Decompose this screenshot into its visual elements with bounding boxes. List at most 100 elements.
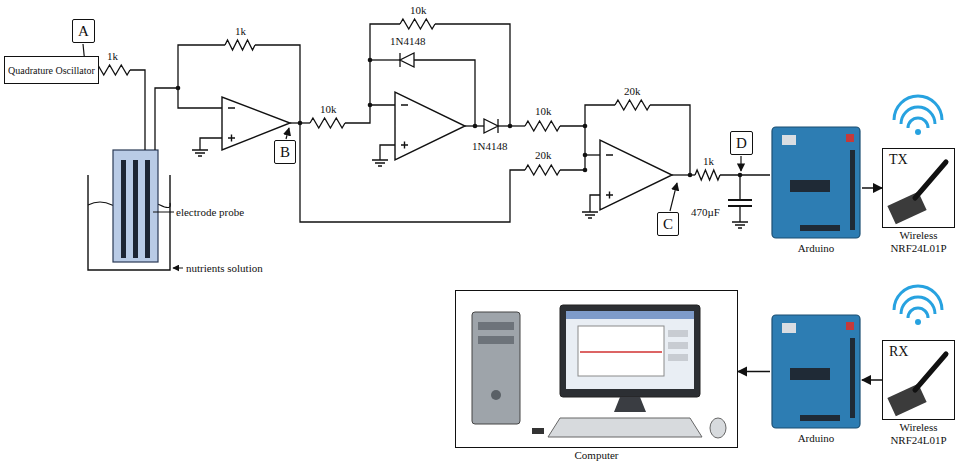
oscillator-box: Quadrature Oscillator (4, 56, 99, 84)
probe-rod (133, 160, 138, 258)
module-board (887, 192, 926, 224)
junction-dot (368, 58, 373, 63)
resistor-symbol (225, 40, 255, 50)
node-label: RX (889, 344, 948, 360)
board-part (782, 135, 796, 145)
computer-box: Computer (455, 290, 738, 448)
arduino-board: Arduino (770, 313, 862, 430)
component-value: 20k (624, 85, 641, 98)
junction-dot (583, 124, 588, 129)
part-label: electrode probe (176, 206, 244, 219)
junction-dot (176, 86, 181, 91)
node-label: Computer (575, 449, 619, 462)
board-part (790, 180, 830, 192)
usb-stick (532, 428, 544, 434)
wifi-icon (894, 286, 942, 318)
wire (380, 145, 395, 160)
junction-dot (368, 103, 373, 108)
callout-arrow (83, 44, 741, 211)
wifi-icon (894, 96, 942, 128)
ground-symbol (732, 222, 748, 228)
board-part (790, 368, 830, 380)
callout-letter: A (72, 19, 95, 43)
wire (585, 105, 615, 126)
monitor-stand (614, 397, 646, 412)
arduino-board (772, 315, 860, 428)
wire (178, 45, 225, 88)
diode-symbol (484, 119, 498, 133)
computer-illustration (472, 305, 726, 438)
junction-dot (583, 153, 588, 158)
node-label: Arduino (798, 242, 835, 255)
node-label: B (280, 143, 290, 161)
wire (739, 175, 740, 200)
board-part (846, 134, 854, 142)
board-part (800, 415, 840, 421)
mouse (710, 418, 726, 438)
monitor-screen (668, 354, 688, 361)
monitor-screen (668, 342, 688, 349)
wire (70, 24, 770, 222)
monitor (560, 305, 700, 397)
node-label: A (78, 22, 89, 40)
component-value: 1N4148 (390, 35, 425, 48)
component-value: 470µF (691, 206, 720, 219)
callout-letter: D (730, 131, 753, 155)
junction-dot (176, 58, 743, 178)
wire (720, 174, 770, 175)
capacitor-symbol (728, 200, 752, 206)
board-part (850, 338, 855, 418)
component-value: 1k (703, 155, 714, 168)
wire (739, 206, 740, 222)
node-label: Quadrature Oscillator (8, 65, 95, 76)
wire (155, 88, 178, 150)
board-part (782, 323, 796, 333)
node-caption: Wireless NRF24L01P (877, 229, 961, 254)
electrode-probe (113, 150, 158, 262)
component-value: 1N4148 (472, 140, 507, 153)
pc-tower (478, 336, 514, 344)
callout-letter: B (274, 140, 296, 164)
resistor-symbol (310, 118, 345, 128)
opamp-sign (606, 155, 613, 199)
probe-body (113, 150, 158, 262)
diode-symbol (497, 119, 498, 133)
leader-line (153, 212, 183, 268)
opamp-symbol (395, 92, 465, 160)
node-label: Arduino (798, 432, 835, 445)
probe-rod (121, 160, 126, 258)
monitor-screen (566, 311, 694, 319)
wifi-icon (915, 129, 921, 135)
connector-arrow (862, 187, 882, 189)
ground-symbol (372, 160, 388, 166)
monitor-screen (578, 326, 664, 376)
component-value: 1k (235, 25, 246, 38)
wire (590, 195, 600, 212)
wireless-module (887, 96, 946, 416)
leader-arrow (173, 268, 183, 269)
wire (370, 59, 400, 60)
wire (200, 138, 222, 150)
junction-dot (583, 168, 588, 173)
resistor-symbol (525, 165, 560, 175)
board-part (850, 150, 855, 230)
monitor-screen (580, 351, 662, 353)
node-label: D (736, 134, 747, 152)
callout-arrow (286, 128, 289, 139)
wire (435, 24, 510, 126)
connector-arrow (738, 371, 770, 373)
board-part (800, 225, 840, 231)
keyboard (548, 418, 702, 437)
callout-arrow (670, 183, 677, 211)
ground-symbol (192, 150, 208, 156)
monitor-screen (668, 330, 688, 337)
opamp-symbol (222, 92, 672, 210)
opamp-sign (228, 108, 235, 142)
junction-dot (688, 173, 693, 178)
opamp-symbol (600, 140, 672, 210)
component-value: 10k (535, 105, 552, 118)
pc-tower (491, 390, 501, 400)
wire (560, 126, 585, 170)
resistor-symbol (615, 100, 650, 110)
